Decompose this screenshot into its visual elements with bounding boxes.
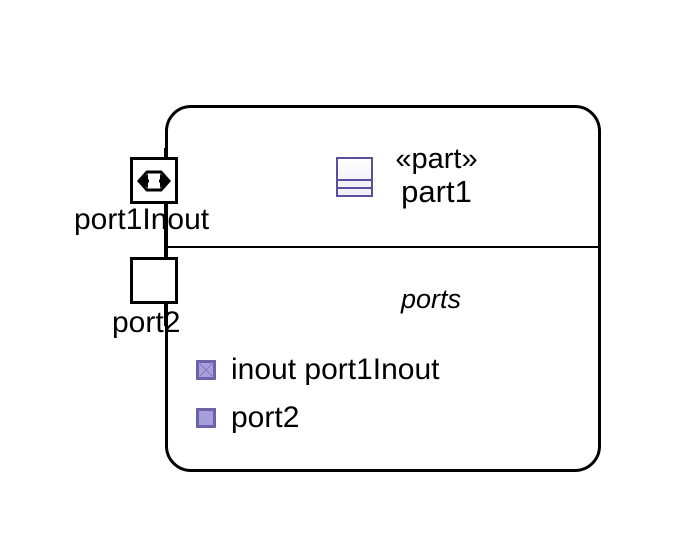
list-item[interactable]: inout port1Inout [196, 346, 600, 394]
boundary-port-label-port2: port2 [112, 306, 181, 339]
ports-compartment: ports inout port1Inout port2 [166, 248, 600, 470]
list-item-label: inout port1Inout [231, 353, 440, 386]
ports-list: inout port1Inout port2 [196, 346, 600, 442]
port-connector-rail [164, 148, 168, 326]
ports-compartment-title: ports [400, 284, 462, 314]
boundary-port-label-port1Inout: port1Inout [74, 203, 210, 236]
boundary-port-port1Inout[interactable] [130, 157, 178, 204]
list-item[interactable]: port2 [196, 394, 600, 442]
inout-port-icon [196, 360, 216, 380]
part-header-compartment: «part» part1 [166, 107, 600, 246]
part-name: part1 [401, 174, 472, 210]
bidirectional-arrow-icon [136, 170, 172, 191]
port-icon [196, 408, 216, 428]
part-frame[interactable] [165, 105, 601, 472]
boundary-port-port2[interactable] [130, 257, 178, 304]
list-item-label: port2 [231, 401, 300, 434]
part-block-icon [336, 156, 374, 197]
part-stereotype: «part» [395, 142, 478, 175]
compartment-divider [166, 246, 600, 248]
